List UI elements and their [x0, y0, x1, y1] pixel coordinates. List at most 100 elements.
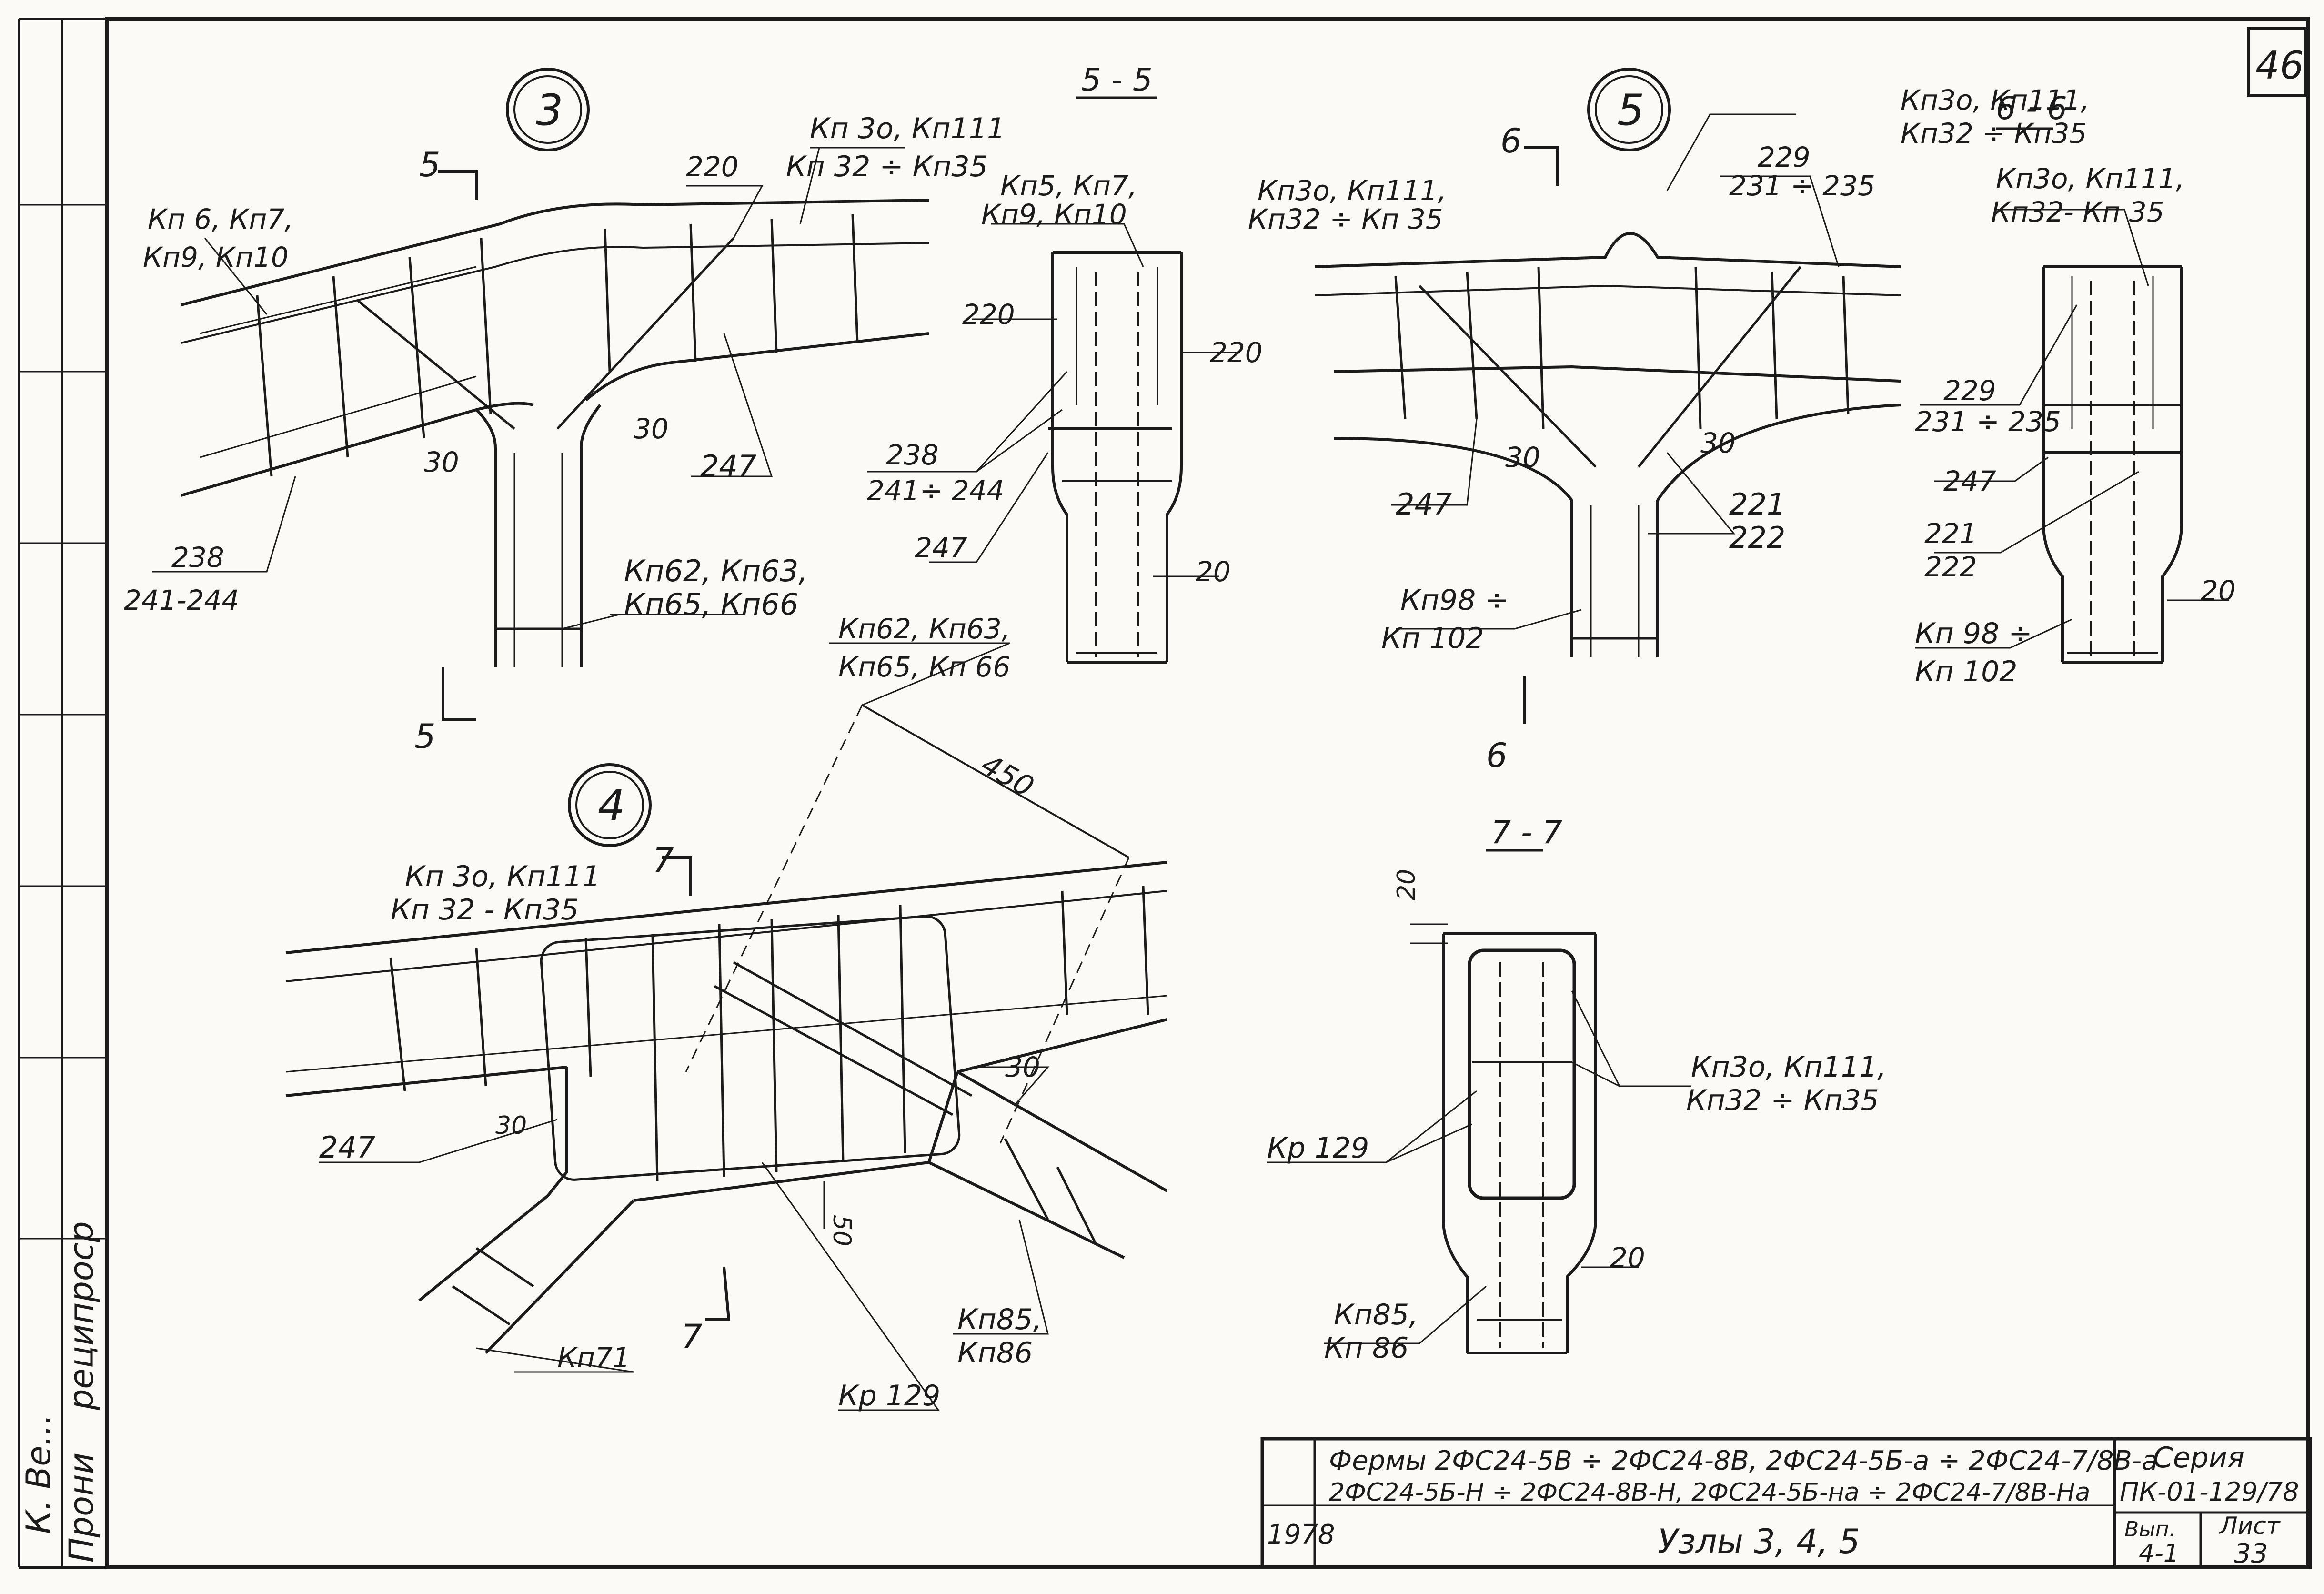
- section-6-6-label-222: 222: [1924, 551, 1977, 583]
- node-4-label-kp85: Кп85,: [957, 1303, 1042, 1336]
- node-3-label-kp30: Кп 3о, Кп111: [810, 112, 1005, 145]
- left-stamp-line2: Прони: [62, 1453, 101, 1563]
- node-5: 5 6 6: [1314, 68, 1901, 775]
- node-3-label-247: 247: [700, 449, 756, 484]
- section-5-5-label-kp5: Кп5, Кп7,: [1000, 170, 1137, 202]
- section-6-6-label-221: 221: [1924, 517, 1977, 550]
- node-5-label-222: 222: [1729, 520, 1785, 555]
- section-6-6-label-231: 231 ÷ 235: [1915, 405, 2061, 438]
- node-3-section-bottom: 5: [414, 717, 436, 756]
- node-4: 4: [285, 642, 1168, 1411]
- node-4-section-bottom: 7: [681, 1317, 703, 1356]
- node-3-label-kp9: Кп9, Кп10: [143, 241, 289, 273]
- node-5-label-247: 247: [1396, 487, 1452, 522]
- title-year: 1978: [1267, 1519, 1335, 1550]
- node-5-label-kp30b: Кп3о, Кп111,: [1901, 84, 2090, 116]
- node-3-section-top: 5: [419, 145, 441, 184]
- node-3-label-241: 241-244: [124, 584, 239, 616]
- section-5-5: [867, 96, 1238, 664]
- title-subtitle: Узлы 3, 4, 5: [1658, 1522, 1860, 1561]
- section-7-7-label-20: 20: [1610, 1241, 1645, 1274]
- section-5-5-title: 5 - 5: [1081, 61, 1153, 98]
- node-5-label-231: 231 ÷ 235: [1729, 170, 1875, 202]
- node-5-label-kp32b: Кп32 ÷ Кп35: [1901, 117, 2087, 150]
- section-6-6-label-kp30: Кп3о, Кп111,: [1996, 162, 2185, 195]
- node-4-label-kp86: Кп86: [957, 1336, 1033, 1370]
- section-7-7-label-kp86: Кп 86: [1324, 1332, 1408, 1365]
- sheet-label: Лист: [2219, 1512, 2281, 1540]
- left-stamp-line1: К. Ве...: [19, 1414, 58, 1534]
- node-5-label-kp32: Кп32 ÷ Кп 35: [1248, 203, 1443, 235]
- node-5-label-kp98: Кп98 ÷: [1400, 584, 1509, 617]
- series-value: ПК-01-129/78: [2120, 1477, 2299, 1507]
- sheet-number: 46: [2255, 43, 2304, 88]
- node-4-label-30b: 30: [495, 1111, 527, 1140]
- node-4-label-kp32: Кп 32 - Кп35: [391, 893, 579, 927]
- node-4-label-30a: 30: [1005, 1051, 1040, 1083]
- section-5-5-label-241: 241÷ 244: [867, 474, 1004, 507]
- title-block: [1260, 1437, 2312, 1569]
- node-3: 3 5 5: [152, 68, 929, 756]
- node-5-section-bottom: 6: [1486, 736, 1508, 775]
- section-6-6-label-kp98: Кп 98 ÷: [1915, 617, 2032, 650]
- issue-value: 4-1: [2139, 1539, 2179, 1568]
- node-3-label-kp65: Кп65, Кп66: [624, 587, 798, 622]
- section-5-5-labels: 5 - 5 Кп5, Кп7, Кп9, Кп10 220 220 238 24…: [867, 61, 1263, 588]
- section-6-6-label-20: 20: [2201, 575, 2236, 607]
- section-6-6-labels: 6 - 6 Кп3о, Кп111, Кп32- Кп 35 229 231 ÷…: [1915, 90, 2236, 688]
- left-stamp: К. Ве... Прони реципроср: [19, 1221, 101, 1563]
- section-7-7: [1267, 849, 1691, 1354]
- sheet-value: 33: [2234, 1538, 2268, 1569]
- node-4-label-247: 247: [319, 1130, 375, 1165]
- node-3-label-kp32: Кп 32 ÷ Кп35: [786, 150, 988, 183]
- node-5-section-top: 6: [1500, 121, 1522, 161]
- node-3-label-kp62: Кп62, Кп63,: [624, 554, 808, 588]
- section-7-7-title: 7 - 7: [1491, 814, 1562, 851]
- title-line-2: 2ФС24-5Б-Н ÷ 2ФС24-8В-Н, 2ФС24-5Б-на ÷ 2…: [1329, 1478, 2090, 1507]
- node-5-number: 5: [1617, 85, 1644, 135]
- section-7-7-label-kp32: Кп32 ÷ Кп35: [1686, 1084, 1879, 1117]
- node-4-label-kp71: Кп71: [557, 1342, 630, 1374]
- section-6-6: [1915, 127, 2229, 664]
- section-5-5-label-247: 247: [915, 532, 967, 564]
- section-6-6-title: 6 - 6: [1996, 90, 2067, 127]
- section-7-7-label-20top: 20: [1392, 869, 1421, 900]
- node-3-label-kp6: Кп 6, Кп7,: [148, 203, 293, 235]
- node-3-label-220: 220: [686, 151, 739, 183]
- node-5-labels: Кп3о, Кп111, Кп32 ÷ Кп 35 Кп3о, Кп111, К…: [1248, 84, 2090, 655]
- section-7-7-label-kp85: Кп85,: [1334, 1298, 1418, 1332]
- section-6-6-label-247: 247: [1943, 465, 1996, 497]
- section-6-6-label-229: 229: [1943, 374, 1996, 407]
- section-6-6-label-kp102: Кп 102: [1915, 655, 2017, 688]
- node-4-section-top: 7: [653, 841, 674, 880]
- series-label: Серия: [2153, 1441, 2244, 1474]
- section-7-7-labels: 7 - 7 20 Кп3о, Кп111, Кп32 ÷ Кп35 Кр 129…: [1267, 814, 1886, 1365]
- node-4-labels: Кп 3о, Кп111 Кп 32 - Кп35 Кп62, Кп63, Кп…: [319, 613, 1042, 1412]
- section-5-5-label-20: 20: [1196, 555, 1231, 588]
- section-5-5-label-kp9: Кп9, Кп10: [981, 198, 1127, 231]
- node-4-label-kp30: Кп 3о, Кп111: [405, 860, 600, 893]
- node-5-label-kp102: Кп 102: [1381, 622, 1484, 655]
- title-line-1: Фермы 2ФС24-5В ÷ 2ФС24-8В, 2ФС24-5Б-а ÷ …: [1329, 1445, 2158, 1476]
- section-5-5-label-220a: 220: [962, 298, 1015, 331]
- node-4-label-kp129: Кр 129: [838, 1379, 940, 1412]
- node-3-label-238: 238: [171, 541, 224, 574]
- node-3-label-30a: 30: [424, 446, 459, 478]
- section-6-6-label-kp32: Кп32- Кп 35: [1991, 196, 2164, 228]
- section-5-5-label-220b: 220: [1210, 336, 1263, 369]
- sheet-frame: [18, 17, 2310, 1569]
- node-5-label-221: 221: [1729, 487, 1785, 522]
- left-stamp-line3: реципроср: [62, 1221, 101, 1411]
- node-4-label-kp62: Кп62, Кп63,: [838, 613, 1010, 645]
- sheet-number-box: 46: [2247, 27, 2307, 97]
- node-3-labels: Кп 6, Кп7, Кп9, Кп10 220 Кп 3о, Кп111 Кп…: [124, 112, 1005, 622]
- section-7-7-label-kp30: Кп3о, Кп111,: [1691, 1050, 1886, 1084]
- node-4-label-50: 50: [827, 1215, 856, 1246]
- node-5-label-kp30: Кп3о, Кп111,: [1258, 174, 1447, 207]
- node-3-label-30b: 30: [634, 413, 669, 445]
- node-5-label-30b: 30: [1700, 427, 1736, 459]
- issue-label: Вып.: [2124, 1517, 2176, 1542]
- node-4-label-450: 450: [976, 748, 1039, 804]
- node-5-label-30a: 30: [1505, 441, 1540, 474]
